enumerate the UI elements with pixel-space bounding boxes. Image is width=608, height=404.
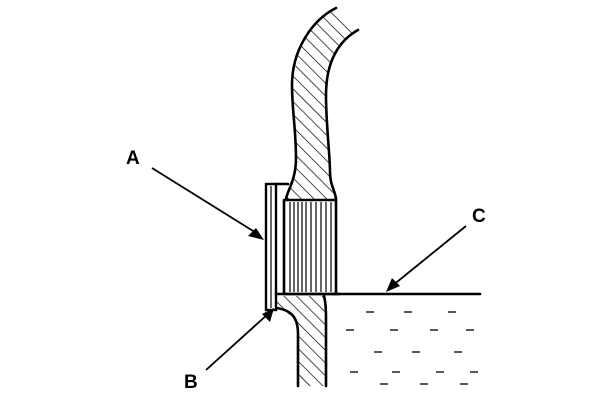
label-b: B <box>184 372 198 393</box>
label-a: A <box>126 148 140 169</box>
leader-a <box>151 167 264 240</box>
label-c: C <box>472 206 486 227</box>
lower-wall-section <box>274 294 328 388</box>
leader-c <box>386 225 467 292</box>
upper-wall-section <box>284 6 360 202</box>
fluid-surface <box>332 292 482 385</box>
leader-b <box>205 308 274 371</box>
gasket-block <box>282 198 338 296</box>
